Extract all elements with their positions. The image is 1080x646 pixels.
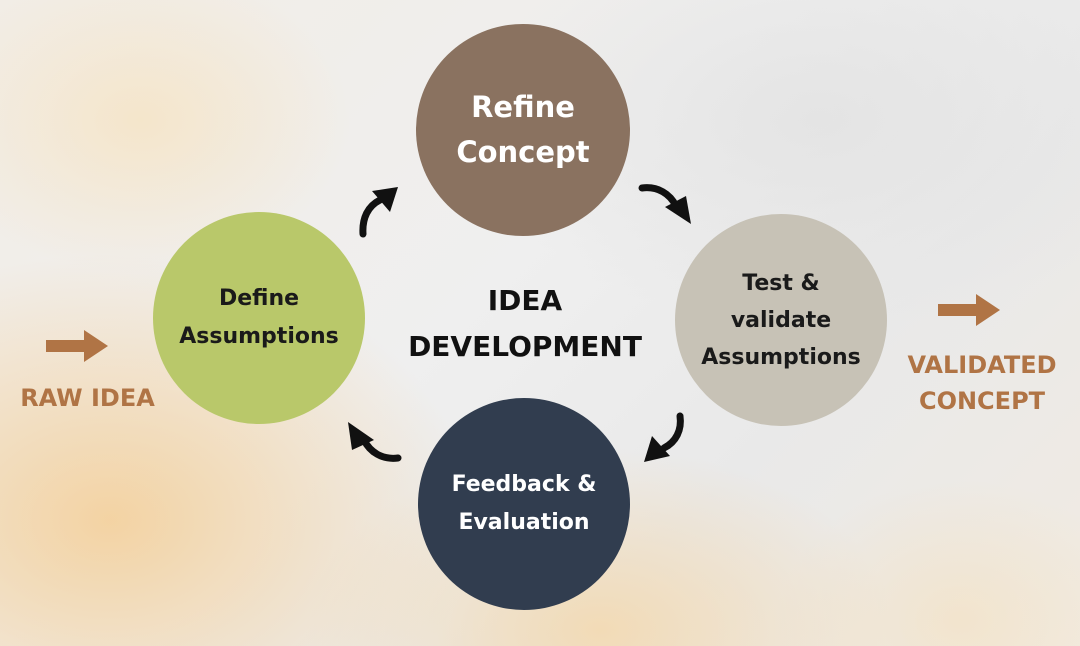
cycle-arrow-feedback-to-define-icon bbox=[348, 422, 402, 462]
input-arrow-icon bbox=[46, 330, 108, 362]
stage-refine-line-1: Refine bbox=[471, 90, 575, 124]
stage-refine-line-2: Concept bbox=[456, 135, 590, 169]
stage-test-line-1: Test & bbox=[742, 270, 820, 296]
validated-concept-line-1: VALIDATED bbox=[907, 351, 1057, 379]
center-title-line-2: DEVELOPMENT bbox=[408, 330, 642, 363]
raw-idea-label: RAW IDEA bbox=[20, 384, 155, 412]
stage-feedback-evaluation: Feedback & Evaluation bbox=[418, 398, 630, 610]
stage-refine-concept: Refine Concept bbox=[416, 24, 630, 236]
validated-concept-label: VALIDATED CONCEPT bbox=[884, 347, 1080, 419]
center-title: IDEA DEVELOPMENT bbox=[380, 278, 670, 370]
cycle-arrow-define-to-refine-icon bbox=[359, 187, 398, 238]
output-arrow-icon bbox=[938, 294, 1000, 326]
stage-feedback-line-1: Feedback & bbox=[451, 472, 597, 497]
stage-feedback-line-2: Evaluation bbox=[458, 510, 590, 535]
stage-test-line-2: validate bbox=[730, 307, 832, 333]
stage-define-line-1: Define bbox=[218, 286, 300, 311]
stage-define-assumptions: Define Assumptions bbox=[153, 212, 365, 424]
stage-define-line-2: Assumptions bbox=[179, 324, 339, 349]
cycle-arrow-refine-to-test-icon bbox=[638, 184, 691, 224]
stage-test-line-3: Assumptions bbox=[701, 344, 861, 370]
center-title-line-1: IDEA bbox=[487, 284, 563, 317]
cycle-arrow-test-to-feedback-icon bbox=[644, 412, 684, 462]
validated-concept-line-2: CONCEPT bbox=[918, 387, 1046, 415]
stage-test-validate-assumptions: Test & validate Assumptions bbox=[675, 214, 887, 426]
